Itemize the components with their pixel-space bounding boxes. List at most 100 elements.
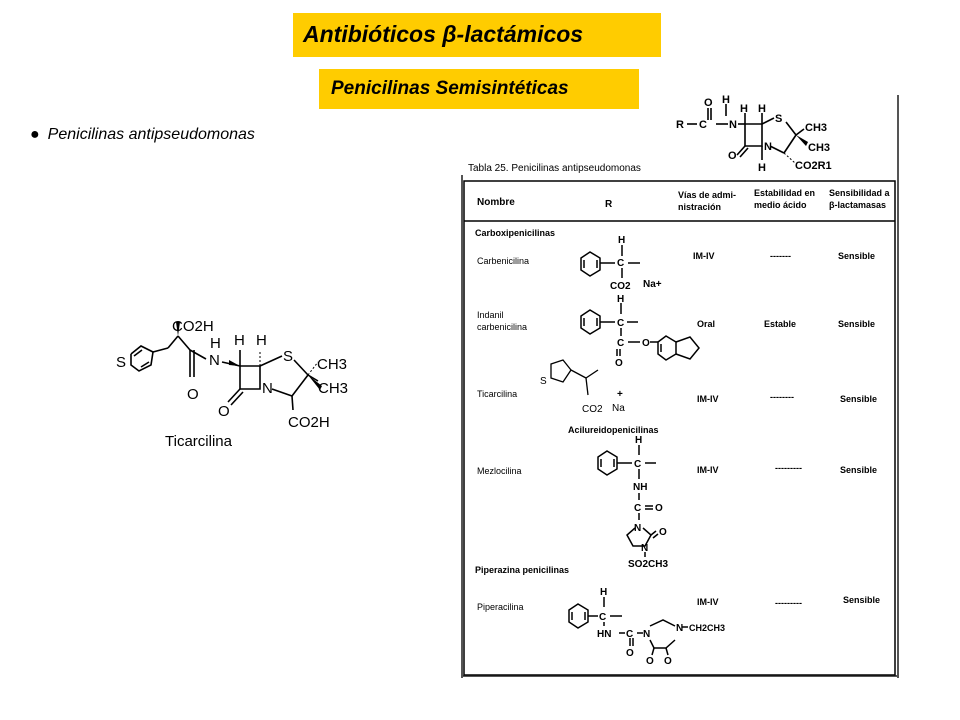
main-title-banner: Antibióticos β-lactámicos — [293, 13, 661, 57]
mez-c-label: C — [634, 459, 641, 470]
core-co2r1-label: CO2R1 — [795, 160, 832, 172]
core-ch3-b-label: CH3 — [808, 142, 830, 154]
ind-h-label: H — [617, 294, 624, 305]
row-name-2: carbenicilina — [477, 322, 527, 332]
core-hn-label: H — [722, 94, 730, 106]
carbenicilina-r-structure — [580, 245, 640, 278]
header-sens-2: β-lactamasas — [829, 200, 886, 210]
indanil-r-structure — [580, 303, 700, 361]
group-carboxi: Carboxipenicilinas — [475, 228, 555, 238]
mez-nh-label: NH — [633, 482, 647, 493]
header-nombre: Nombre — [477, 197, 515, 208]
row-via: IM-IV — [697, 597, 719, 607]
ch3-a-label: CH3 — [317, 356, 347, 373]
mez-so2-label: SO2CH3 — [628, 559, 668, 570]
h2-label: H — [256, 332, 267, 349]
table-row: Ticarcilina IM-IV -------- Sensible — [477, 389, 877, 404]
carb-c-label: C — [617, 258, 624, 269]
carb-na-label: Na+ — [643, 279, 662, 290]
row-via: IM-IV — [693, 251, 715, 261]
mez-n2-label: N — [641, 543, 648, 554]
tic-na-label: Na — [612, 403, 625, 414]
table-caption: Tabla 25. Penicilinas antipseudomonas — [468, 163, 641, 174]
tic-co2-label: CO2 — [582, 404, 603, 415]
header-r: R — [605, 199, 613, 210]
mez-o-label: O — [655, 503, 663, 514]
carb-co2-label: CO2 — [610, 281, 631, 292]
tic-plus-label: + — [617, 389, 623, 400]
h1-label: H — [234, 332, 245, 349]
core-n-ring-label: N — [764, 141, 772, 153]
pip-hn-label: HN — [597, 629, 611, 640]
pip-o2-label: O — [646, 656, 654, 667]
row-sens: Sensible — [838, 319, 875, 329]
header-vias-1: Vías de admi- — [678, 190, 736, 200]
ind-o2-label: O — [615, 358, 623, 369]
mez-n1-label: N — [634, 523, 641, 534]
pip-c2-label: C — [626, 629, 633, 640]
group-piperazina: Piperazina penicilinas — [475, 565, 569, 575]
carb-h-label: H — [618, 235, 625, 246]
mezlocilina-r-structure — [597, 445, 659, 557]
row-name: Carbenicilina — [477, 256, 529, 266]
pip-h-label: H — [600, 587, 607, 598]
bullet-dot-icon: ● — [30, 126, 40, 143]
ind-o-label: O — [642, 338, 650, 349]
row-estab: Estable — [764, 319, 796, 329]
lactam-o-label: O — [218, 403, 230, 420]
row-estab: ------- — [770, 251, 791, 261]
pip-o1-label: O — [626, 648, 634, 659]
co2h-bottom-label: CO2H — [288, 414, 330, 431]
subtitle-banner: Penicilinas Semisintéticas — [319, 69, 639, 109]
mez-c2-label: C — [634, 503, 641, 514]
ticarcilina-r-structure — [550, 359, 599, 396]
header-vias-2: nistración — [678, 202, 721, 212]
co2h-top-label: CO2H — [172, 318, 214, 335]
mez-h-label: H — [635, 435, 642, 446]
table-row: Indanil carbenicilina Oral Estable Sensi… — [477, 310, 875, 332]
row-estab: -------- — [770, 392, 794, 402]
main-title-text: Antibióticos β-lactámicos — [303, 21, 584, 47]
table-row: Piperacilina IM-IV --------- Sensible — [477, 595, 880, 612]
header-estab-1: Estabilidad en — [754, 188, 815, 198]
row-via: Oral — [697, 319, 715, 329]
core-ch3-a-label: CH3 — [805, 122, 827, 134]
amide-n-label: N — [209, 352, 220, 369]
pip-et-label: CH2CH3 — [689, 623, 725, 633]
bullet-item: ● Penicilinas antipseudomonas — [30, 126, 255, 144]
mez-o2-label: O — [659, 527, 667, 538]
row-name: Piperacilina — [477, 602, 524, 612]
row-estab: --------- — [775, 598, 802, 608]
lactam-n-label: N — [262, 380, 273, 397]
pip-n2-label: N — [676, 623, 683, 634]
core-o-label: O — [704, 97, 713, 109]
row-estab: --------- — [775, 463, 802, 473]
row-sens: Sensible — [843, 595, 880, 605]
subtitle-text: Penicilinas Semisintéticas — [331, 78, 569, 99]
thiazolidine-s-label: S — [283, 348, 293, 365]
row-via: IM-IV — [697, 465, 719, 475]
ind-c-label: C — [617, 318, 624, 329]
row-name-1: Indanil — [477, 310, 504, 320]
row-sens: Sensible — [838, 251, 875, 261]
core-n-label: N — [729, 119, 737, 131]
row-sens: Sensible — [840, 465, 877, 475]
thiophene-s-label: S — [116, 354, 126, 371]
ticarcillin-caption: Ticarcilina — [165, 433, 233, 450]
piperacilina-r-structure — [568, 597, 688, 656]
core-r-label: R — [676, 119, 684, 131]
table-frame — [463, 180, 896, 676]
core-c-label: C — [699, 119, 707, 131]
carbonyl-o-label: O — [187, 386, 199, 403]
group-acilureido: Acilureidopenicilinas — [568, 425, 659, 435]
core-o-ring-label: O — [728, 150, 737, 162]
tic-s-label: S — [540, 376, 547, 387]
header-sens-1: Sensibilidad a — [829, 188, 891, 198]
row-via: IM-IV — [697, 394, 719, 404]
pip-n1-label: N — [643, 629, 650, 640]
row-name: Ticarcilina — [477, 389, 517, 399]
bullet-text: Penicilinas antipseudomonas — [47, 126, 255, 143]
pip-c-label: C — [599, 612, 606, 623]
